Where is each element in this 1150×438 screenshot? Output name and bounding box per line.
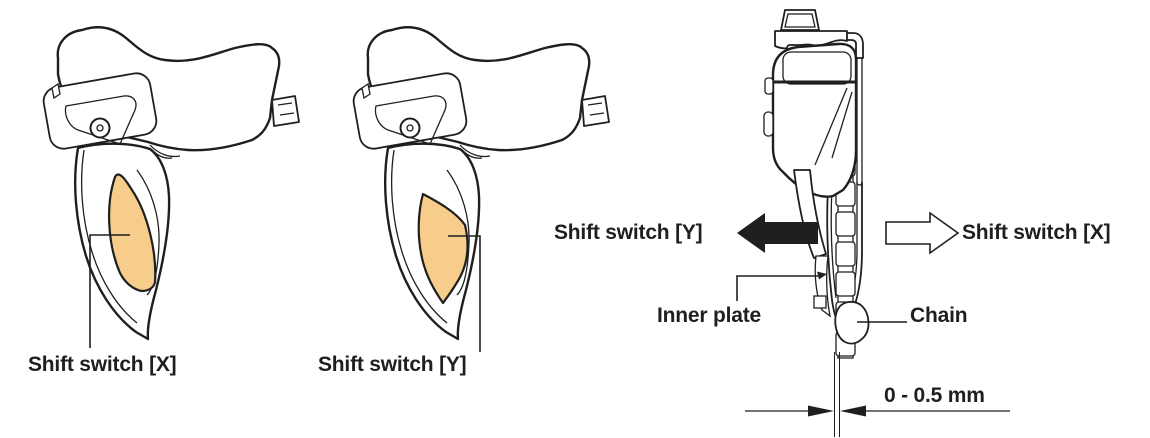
shift-x-outline-right-arrow-icon	[885, 211, 960, 255]
shift-y-black-left-arrow-icon	[737, 213, 818, 253]
shift-switch-x-leader-line	[89, 234, 130, 348]
inner-plate-label: Inner plate	[657, 304, 761, 327]
clearance-extension-lines	[834, 352, 840, 437]
shift-switch-y-highlight	[417, 192, 469, 305]
derailleur-shift-switch-x-label: Shift switch [X]	[962, 221, 1111, 244]
derailleur-illustration	[736, 9, 1010, 437]
clearance-dimension-label: 0 - 0.5 mm	[884, 384, 985, 407]
lever-shift-switch-y-illustration	[350, 25, 611, 352]
shift-switch-x-label: Shift switch [X]	[28, 353, 177, 376]
shift-switch-y-leader-line	[448, 235, 481, 352]
clearance-dimension-icon	[745, 405, 1010, 417]
inner-plate-leader-line	[736, 271, 827, 301]
shift-switch-y-label: Shift switch [Y]	[318, 353, 467, 376]
shift-switch-x-highlight	[108, 173, 157, 293]
chain-label: Chain	[910, 304, 968, 327]
lever-shift-switch-x-illustration	[40, 25, 301, 348]
derailleur-shift-switch-y-label: Shift switch [Y]	[554, 221, 703, 244]
